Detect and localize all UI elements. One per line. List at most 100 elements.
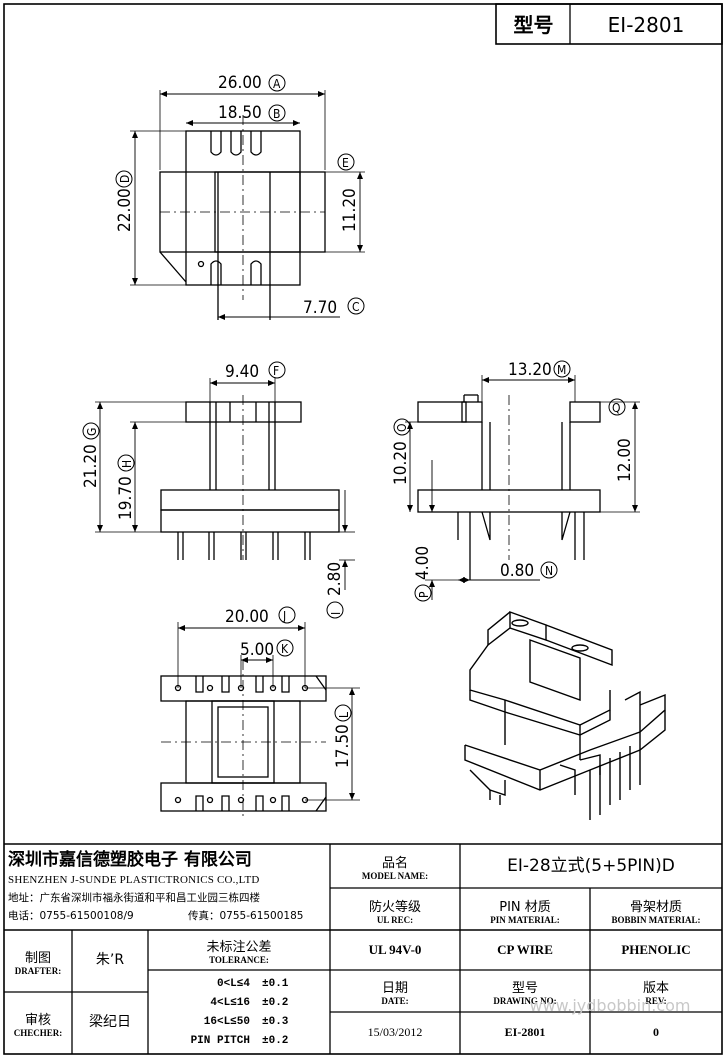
bobbin-en: BOBBIN MATERIAL:	[611, 914, 701, 925]
side-view	[405, 375, 640, 600]
date-header: 日期 DATE:	[331, 972, 459, 1010]
dim-id-h: H	[120, 460, 134, 468]
dim-id-o-circle	[393, 418, 411, 436]
ul-header: 防火等级 UL REC:	[331, 890, 459, 930]
dim-side-total-h: 12.00	[615, 438, 635, 482]
dim-front-total-h: 21.20	[81, 444, 101, 488]
company-address: 地址：广东省深圳市福永街道和平和昌工业园三栋四楼	[8, 892, 260, 905]
drawing-en: DRAWING NO:	[493, 995, 557, 1006]
dim-front-body-h: 19.70	[116, 476, 136, 520]
company-fax: 传真：0755-61500185	[188, 910, 304, 923]
tolerance-row: 0<L≤4 ±0.1	[170, 974, 320, 993]
bottom-view	[160, 622, 360, 820]
dim-id-a: A	[273, 77, 281, 91]
dim-id-m-circle	[553, 360, 571, 378]
tolerance-value: ±0.2	[262, 996, 289, 1009]
pin-header: PIN 材质 PIN MATERIAL:	[461, 890, 589, 930]
dim-id-n-circle	[540, 561, 558, 579]
drawing-value: EI-2801	[504, 1025, 546, 1040]
dim-id-c-circle	[347, 297, 365, 315]
type-value: EI-2801	[607, 12, 685, 37]
dim-id-c: C	[352, 300, 360, 314]
dim-id-k-circle	[276, 639, 294, 657]
tolerance-row: PIN PITCH ±0.2	[170, 1031, 320, 1050]
rev-value: 0	[653, 1025, 659, 1040]
dim-id-m: M	[557, 363, 566, 377]
tolerance-row: 4<L≤16 ±0.2	[170, 993, 320, 1012]
dim-id-g-circle	[82, 422, 100, 440]
dim-id-b: B	[273, 107, 280, 121]
dim-id-f: F	[273, 364, 279, 378]
rev-en: REV:	[645, 995, 667, 1006]
checker-en: CHECHER:	[13, 1027, 63, 1038]
tolerance-range: 4<L≤16	[210, 996, 250, 1009]
dim-id-q-circle	[608, 398, 626, 416]
dim-id-j-circle	[278, 606, 296, 624]
dim-side-width: 13.20	[508, 360, 552, 380]
drafter-value: 朱’R	[95, 952, 125, 969]
dim-id-p: P	[417, 591, 431, 598]
tolerance-value: ±0.2	[262, 1034, 289, 1047]
dim-id-k: K	[281, 642, 289, 656]
ul-value: UL 94V-0	[368, 941, 422, 957]
pin-cn: PIN 材质	[499, 899, 551, 915]
checker-header: 审核 CHECHER:	[5, 994, 71, 1052]
dim-id-e: E	[342, 156, 349, 170]
tolerance-value: ±0.1	[262, 977, 289, 990]
drawing-cn: 型号	[511, 980, 538, 996]
company-phone: 电话：0755-61500108/9	[8, 910, 134, 923]
dim-id-o: O	[395, 424, 409, 433]
dim-bottom-pin-span: 20.00	[225, 607, 269, 627]
title-block-frame	[4, 843, 722, 1054]
dim-id-g: G	[85, 428, 99, 436]
dim-top-slot: 7.70	[303, 298, 337, 318]
model-name-value: EI-28立式(5+5PIN)D	[507, 855, 675, 876]
rev-header: 版本 REV:	[591, 972, 721, 1010]
drafter-header: 制图 DRAFTER:	[5, 932, 71, 990]
dim-id-b-circle	[268, 104, 286, 122]
type-label: 型号	[513, 12, 554, 37]
dim-id-d-circle	[115, 170, 133, 188]
dim-id-h-circle	[117, 454, 135, 472]
tolerance-row: 16<L≤50 ±0.3	[170, 1012, 320, 1031]
dim-id-a-circle	[268, 74, 286, 92]
dim-front-pin-offset: 2.80	[325, 562, 345, 596]
dim-id-f-circle	[268, 361, 286, 379]
date-cn: 日期	[381, 980, 408, 996]
ul-cn: 防火等级	[368, 899, 421, 915]
drawing-header: 型号 DRAWING NO:	[461, 972, 589, 1010]
date-value: 15/03/2012	[367, 1025, 423, 1040]
dim-id-d: D	[118, 175, 132, 183]
pin-value: CP WIRE	[497, 941, 553, 957]
top-view	[130, 90, 365, 320]
tolerance-en: TOLERANCE:	[209, 954, 269, 965]
dim-side-pin-len: 4.00	[413, 546, 433, 580]
dim-bottom-pitch: 5.00	[240, 640, 274, 660]
dim-id-p-circle	[414, 584, 432, 602]
ul-en: UL REC:	[376, 914, 414, 925]
model-name-en: MODEL NAME:	[361, 870, 429, 881]
watermark: www.jydbobbin.com	[529, 996, 691, 1016]
dim-id-i: I	[329, 612, 343, 615]
dim-id-i-circle	[326, 601, 344, 619]
model-name-header: 品名 MODEL NAME:	[331, 846, 459, 886]
dim-front-core: 9.40	[225, 362, 259, 382]
tolerance-range: 16<L≤50	[203, 1015, 250, 1028]
checker-value: 梁纪日	[89, 1014, 131, 1031]
dim-bottom-row-span: 17.50	[333, 724, 353, 768]
tolerance-value: ±0.3	[262, 1015, 289, 1028]
dim-id-q: Q	[612, 401, 621, 415]
bobbin-cn: 骨架材质	[629, 899, 682, 915]
model-name-cn: 品名	[381, 855, 408, 871]
tolerance-cn: 未标注公差	[206, 939, 272, 955]
tolerance-range: 0<L≤4	[216, 977, 250, 990]
dim-id-l: L	[337, 712, 351, 718]
dim-id-n: N	[545, 564, 553, 578]
checker-cn: 审核	[24, 1012, 51, 1028]
header-box	[495, 3, 723, 45]
tolerance-header: 未标注公差 TOLERANCE:	[149, 932, 329, 968]
dim-top-inner: 18.50	[218, 103, 262, 123]
rev-cn: 版本	[642, 980, 669, 996]
front-view	[95, 378, 355, 590]
